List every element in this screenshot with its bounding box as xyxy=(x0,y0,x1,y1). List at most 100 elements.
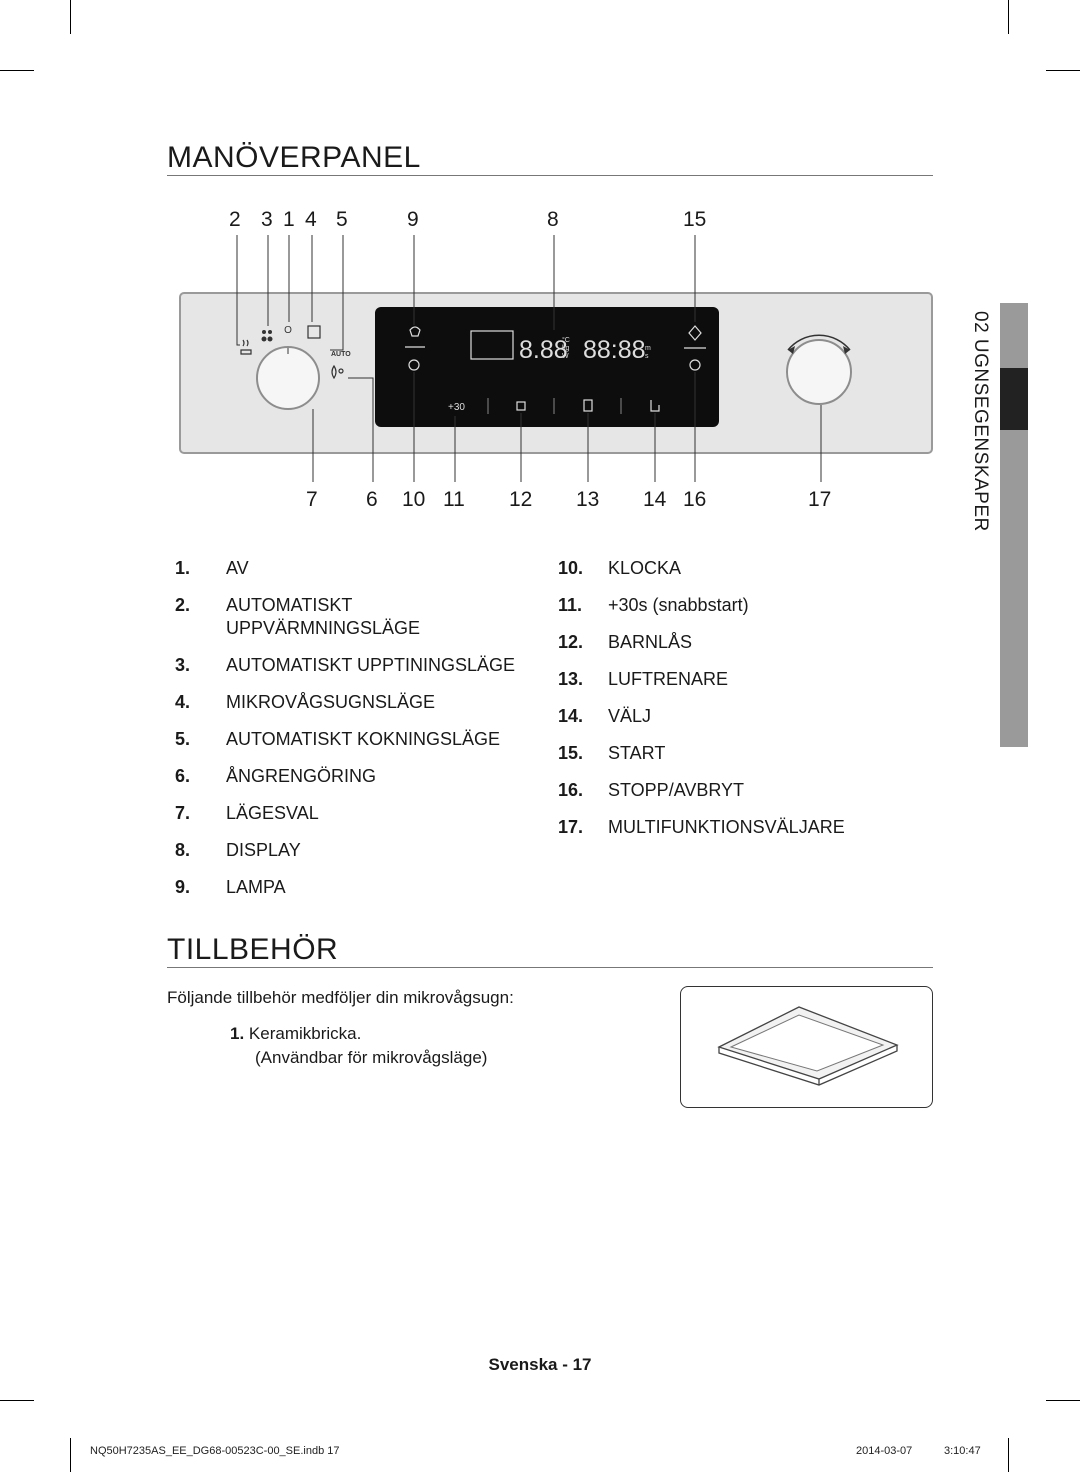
stop-icon xyxy=(689,359,701,371)
item-number: 15. xyxy=(558,743,584,763)
steam-clean-icon xyxy=(331,364,344,380)
accessory-number: 1. xyxy=(230,1024,245,1043)
control-panel-diagram: O AUTO 8.88 °C kg W 88:88 m s +30 xyxy=(179,235,933,482)
program-window xyxy=(470,330,514,360)
accessory-name: Keramikbricka. xyxy=(248,1024,362,1043)
item-label: AUTOMATISKT UPPTININGSLÄGE xyxy=(226,655,516,675)
item-number: 3. xyxy=(175,655,191,675)
list-item: 12. BARNLÅS xyxy=(558,631,918,654)
deodorize-icon xyxy=(583,399,593,412)
item-label: AUTOMATISKT UPPVÄRMNINGSLÄGE xyxy=(226,595,421,638)
list-item: 3. AUTOMATISKT UPPTININGSLÄGE xyxy=(175,654,545,677)
display-unit-watt: W xyxy=(562,353,569,360)
item-label: ÅNGRENGÖRING xyxy=(226,766,377,786)
list-item: 13. LUFTRENARE xyxy=(558,668,918,691)
child-lock-icon xyxy=(516,401,526,411)
item-number: 8. xyxy=(175,840,191,860)
print-slug-time: 3:10:47 xyxy=(944,1445,981,1457)
legend-left: 1.AV 2.AUTOMATISKT UPPVÄRMNINGSLÄGE 3.AU… xyxy=(175,557,545,913)
callout-16: 16 xyxy=(683,488,707,511)
display-digits-time: 88:88 xyxy=(583,336,646,364)
accessories-intro: Följande tillbehör medföljer din mikrovå… xyxy=(167,988,514,1007)
crop-mark xyxy=(0,1400,34,1401)
item-number: 7. xyxy=(175,803,191,823)
list-item: 9. LAMPA xyxy=(175,876,545,899)
accessory-image-box xyxy=(680,986,933,1108)
item-number: 16. xyxy=(558,780,584,800)
list-item: 2.AUTOMATISKT UPPVÄRMNINGSLÄGE xyxy=(175,594,545,640)
display-unit-kg: kg xyxy=(562,345,570,352)
item-number: 13. xyxy=(558,669,584,689)
item-number: 12. xyxy=(558,632,584,652)
callout-17: 17 xyxy=(808,488,832,511)
callout-14: 14 xyxy=(643,488,667,511)
list-item: 10.KLOCKA xyxy=(558,557,918,580)
list-item: 8.DISPLAY xyxy=(175,839,545,862)
crop-mark xyxy=(70,1438,71,1472)
callout-15: 15 xyxy=(683,208,707,231)
callout-4: 4 xyxy=(305,208,317,231)
list-item: 7. LÄGESVAL xyxy=(175,802,545,825)
list-item: 15. START xyxy=(558,742,918,765)
plus30-button-label: +30 xyxy=(448,402,465,413)
display-window xyxy=(375,307,719,427)
crop-mark xyxy=(0,70,34,71)
chapter-tab: 02 UGNSEGENSKAPER xyxy=(966,303,1028,747)
list-item: 6. ÅNGRENGÖRING xyxy=(175,765,545,788)
callout-7: 7 xyxy=(306,488,318,511)
chapter-tab-label: 02 UGNSEGENSKAPER xyxy=(970,311,991,532)
item-number: 14. xyxy=(558,706,584,726)
item-label: LUFTRENARE xyxy=(608,669,729,689)
clock-icon xyxy=(408,359,420,371)
section-title-control-panel: MANÖVERPANEL xyxy=(167,141,421,174)
chapter-tab-marker xyxy=(1000,368,1028,430)
off-mark-icon: O xyxy=(284,325,292,336)
item-label: LAMPA xyxy=(226,877,286,897)
item-label: START xyxy=(608,743,666,763)
item-number: 5. xyxy=(175,729,191,749)
crop-mark xyxy=(1008,0,1009,34)
select-icon xyxy=(650,400,660,412)
callout-2: 2 xyxy=(229,208,241,231)
chapter-tab-white xyxy=(966,303,1000,747)
list-item: 16. STOPP/AVBRYT xyxy=(558,779,918,802)
item-label: +30s (snabbstart) xyxy=(608,595,749,615)
auto-preheat-icon xyxy=(240,339,252,355)
multifunction-dial xyxy=(786,339,852,405)
display-unit-minutes: m xyxy=(645,345,651,352)
ceramic-tray-image xyxy=(717,1006,899,1086)
item-number: 4. xyxy=(175,692,191,712)
microwave-mode-icon xyxy=(307,325,321,339)
item-number: 6. xyxy=(175,766,191,786)
callout-10: 10 xyxy=(402,488,426,511)
item-label: STOPP/AVBRYT xyxy=(608,780,745,800)
print-slug-file: NQ50H7235AS_EE_DG68-00523C-00_SE.indb 17 xyxy=(90,1445,340,1457)
item-label: LÄGESVAL xyxy=(226,803,319,823)
item-number: 17. xyxy=(558,817,584,837)
item-label: BARNLÅS xyxy=(608,632,693,652)
callout-13: 13 xyxy=(576,488,600,511)
display-digits-weight: 8.88 xyxy=(519,336,568,364)
item-label: MULTIFUNKTIONSVÄLJARE xyxy=(608,817,845,837)
accessory-note: (Användbar för mikrovågsläge) xyxy=(255,1048,488,1067)
lamp-icon xyxy=(405,326,425,348)
mode-dial xyxy=(256,346,320,410)
crop-mark xyxy=(1046,1400,1080,1401)
item-number: 11. xyxy=(558,595,583,615)
auto-defrost-icon xyxy=(261,330,273,342)
accessory-item: 1. Keramikbricka. (Användbar för mikrovå… xyxy=(230,1022,487,1070)
callout-3: 3 xyxy=(261,208,273,231)
list-item: 5.AUTOMATISKT KOKNINGSLÄGE xyxy=(175,728,545,751)
list-item: 4.MIKROVÅGSUGNSLÄGE xyxy=(175,691,545,714)
start-icon xyxy=(684,325,706,349)
item-number: 10. xyxy=(558,558,584,578)
list-item: 14.VÄLJ xyxy=(558,705,918,728)
item-number: 9. xyxy=(175,877,191,897)
callout-5: 5 xyxy=(336,208,348,231)
section-title-accessories: TILLBEHÖR xyxy=(167,933,339,966)
crop-mark xyxy=(1046,70,1080,71)
print-slug-date: 2014-03-07 xyxy=(856,1445,913,1457)
callout-12: 12 xyxy=(509,488,533,511)
crop-mark xyxy=(1008,1438,1009,1472)
legend-right: 10.KLOCKA 11. +30s (snabbstart) 12. BARNLÅ… xyxy=(558,557,918,853)
